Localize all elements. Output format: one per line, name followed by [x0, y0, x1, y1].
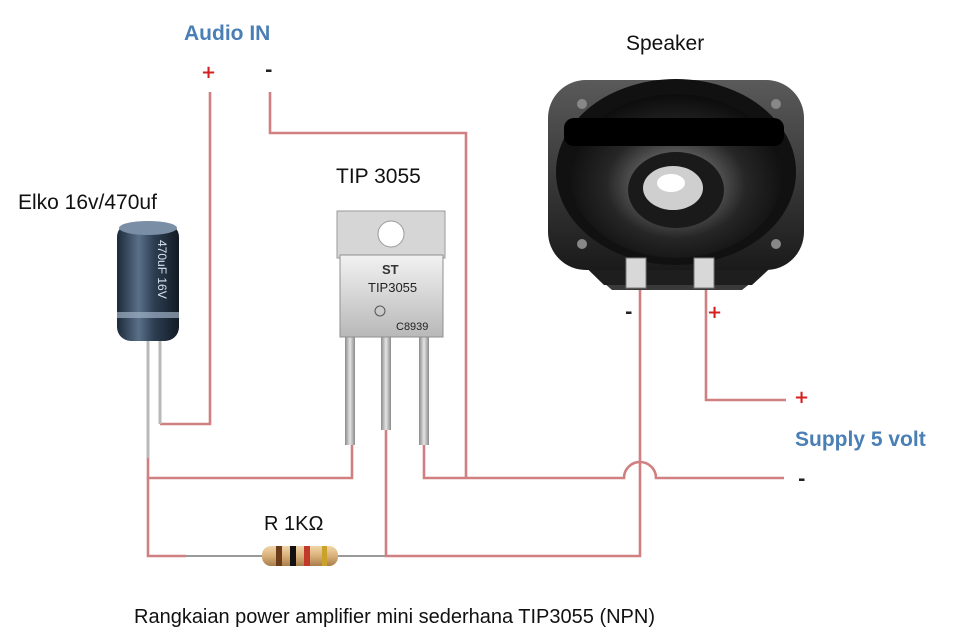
resistor-band-gold — [322, 546, 327, 566]
sign-audio-minus: - — [265, 60, 272, 81]
transistor-code: C8939 — [396, 321, 428, 333]
wires — [146, 92, 786, 558]
label-supply: Supply 5 volt — [795, 428, 926, 451]
wire-cap-to-resistor — [146, 478, 186, 558]
caption: Rangkaian power amplifier mini sederhana… — [134, 606, 655, 628]
label-tip: TIP 3055 — [336, 165, 421, 188]
st-logo-icon: ST — [382, 262, 399, 277]
wire-audio-minus — [268, 92, 468, 478]
label-resistor: R 1KΩ — [264, 513, 323, 535]
resistor-band-red — [304, 546, 310, 566]
label-speaker: Speaker — [626, 32, 704, 55]
sign-audio-plus: + — [201, 62, 216, 83]
label-elko: Elko 16v/470uf — [18, 191, 157, 214]
speaker — [548, 79, 804, 290]
speaker-redaction — [564, 118, 784, 146]
label-audio-in: Audio IN — [184, 22, 270, 45]
wire-collector-speaker — [384, 290, 642, 558]
capacitor: 470uF 16V — [117, 221, 179, 458]
wire-audio-plus — [160, 92, 212, 426]
sign-speaker-minus: - — [625, 302, 632, 323]
sign-speaker-plus: + — [707, 302, 722, 323]
resistor — [186, 546, 386, 566]
sign-supply-plus: + — [794, 387, 809, 408]
resistor-band-brown — [276, 546, 282, 566]
wire-cap-to-base — [146, 445, 354, 480]
transistor: ST TIP3055 C8939 — [336, 210, 446, 445]
wire-emitter-supply-minus — [422, 445, 784, 480]
sign-supply-minus: - — [798, 469, 805, 490]
capacitor-marking: 470uF 16V — [155, 240, 169, 299]
transistor-marking: TIP3055 — [368, 280, 417, 295]
resistor-band-black — [290, 546, 296, 566]
wire-speaker-supply-plus — [704, 290, 786, 402]
